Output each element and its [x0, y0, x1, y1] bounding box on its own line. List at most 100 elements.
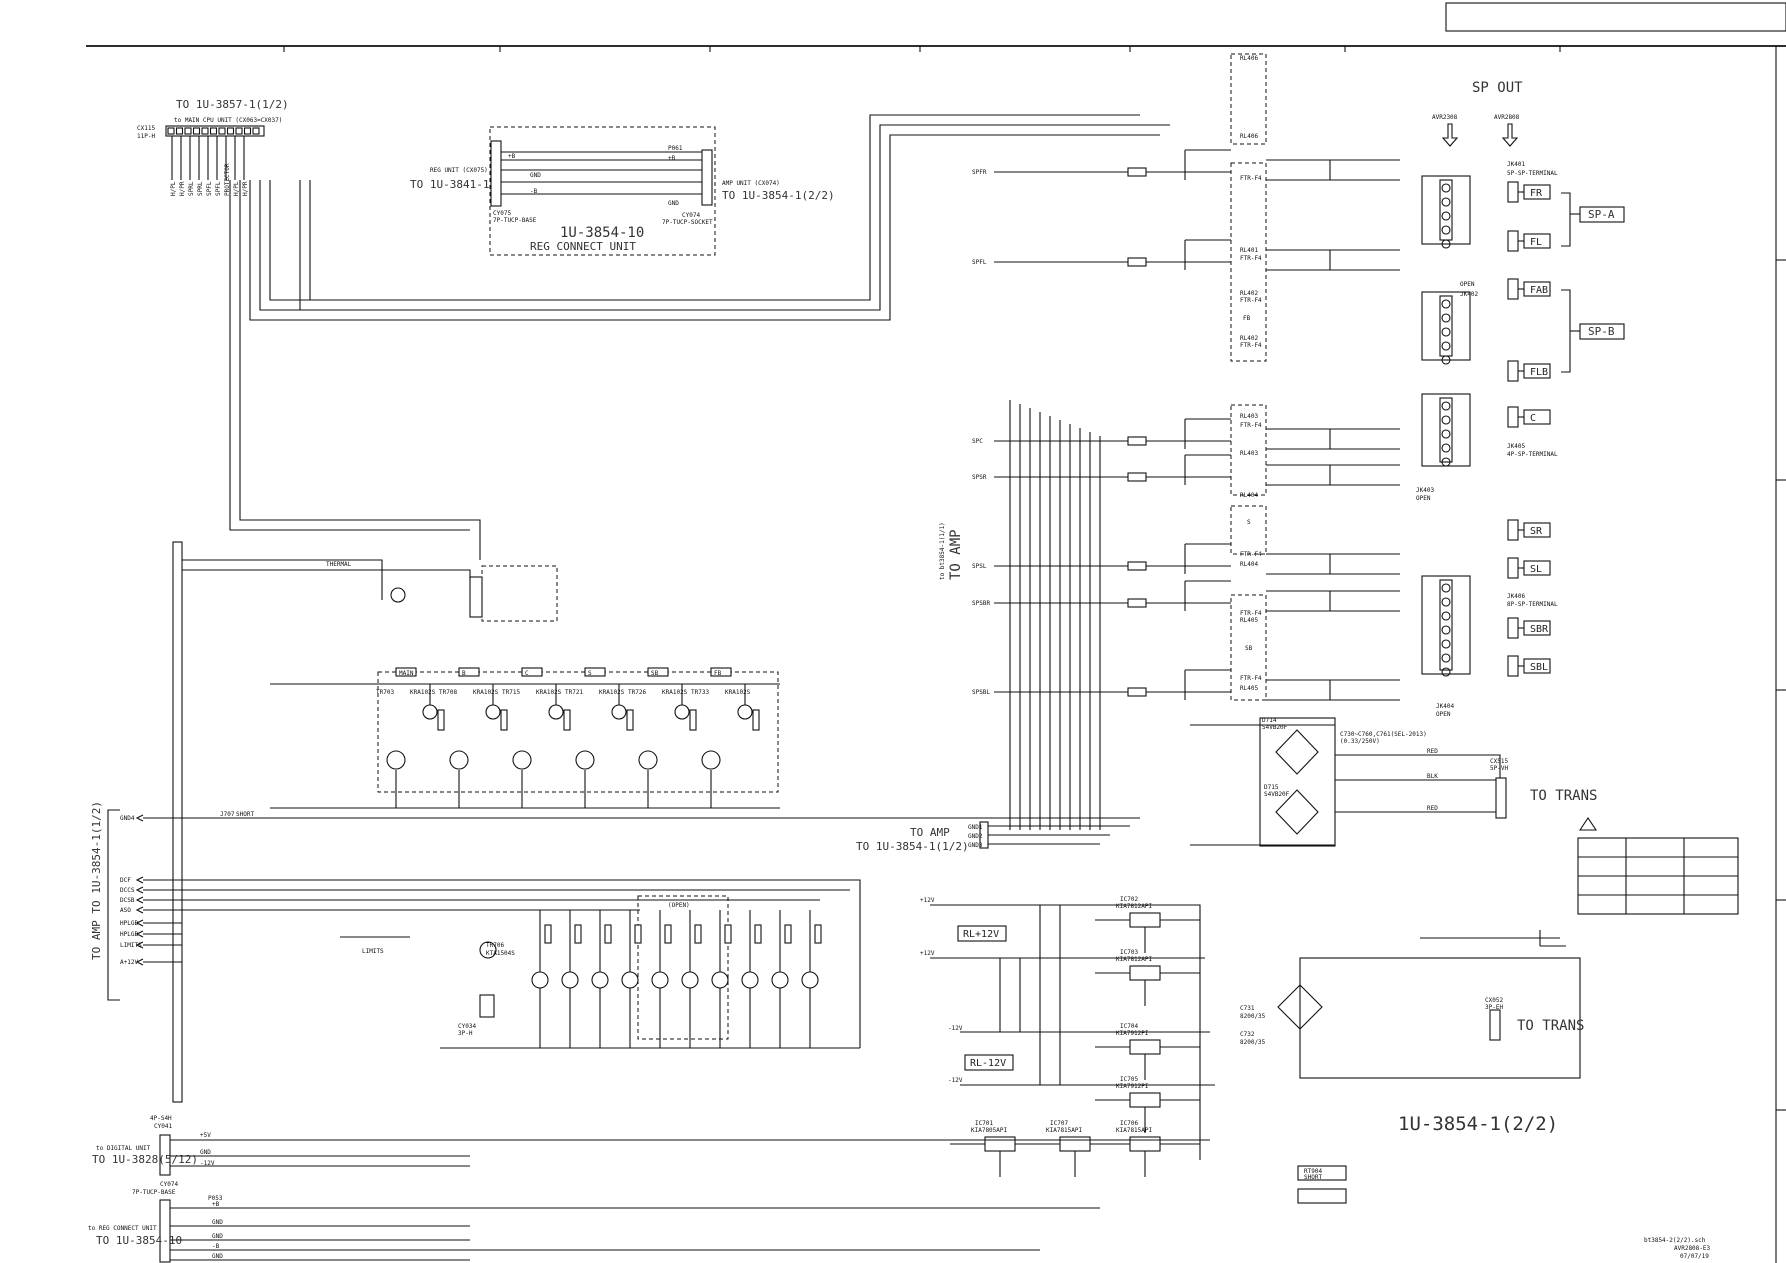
limiter-transistor: [711, 971, 729, 989]
sp-terminal-label: FAB: [1530, 285, 1548, 296]
sp-terminal-pin: [1507, 181, 1519, 203]
svg-text:GND: GND: [212, 1233, 223, 1240]
sp-terminal-label: FR: [1530, 188, 1543, 199]
svg-text:CY074: CY074: [682, 212, 700, 219]
svg-text:C732: C732: [1240, 1031, 1255, 1038]
regulator-label: IC704: [1120, 1023, 1138, 1030]
svg-text:FTR-F4: FTR-F4: [1240, 255, 1262, 262]
limiter-transistor: [621, 971, 639, 989]
regulator-label: IC706: [1120, 1120, 1138, 1127]
regulator-ic: [1129, 1092, 1161, 1108]
svg-text:JK405: JK405: [1507, 443, 1525, 450]
svg-text:+B: +B: [212, 1201, 220, 1208]
j707-label: J707: [220, 811, 235, 818]
svg-text:GND: GND: [530, 172, 541, 179]
cpu-signal-label: H/PR: [179, 181, 186, 196]
svg-text:JK404: JK404: [1436, 703, 1454, 710]
reg-connect-unit: +B GND -B +B GND P061 REG UNIT (CX075) T…: [410, 126, 835, 256]
svg-text:RL404: RL404: [1240, 492, 1258, 499]
svg-text:KRA102S: KRA102S: [536, 689, 562, 696]
main-cpu-connector: TO 1U-3857-1(1/2) to MAIN CPU UNIT (CX06…: [137, 98, 289, 196]
svg-text:5P-SP-TERMINAL: 5P-SP-TERMINAL: [1507, 170, 1558, 177]
to-amp-middle: TO AMP TO 1U-3854-1(1/2) GND1 GND2 GND3 …: [182, 811, 1140, 853]
svg-text:S4VB20F: S4VB20F: [1262, 724, 1288, 731]
svg-text:RL405: RL405: [1240, 617, 1258, 624]
svg-text:D714: D714: [1262, 717, 1277, 724]
sheet-frame: [86, 2, 1786, 1263]
svg-text:RL402: RL402: [1240, 290, 1258, 297]
cpu-pin: [252, 127, 260, 135]
svg-text:GND3: GND3: [968, 842, 983, 849]
svg-text:CY074: CY074: [160, 1181, 178, 1188]
speaker-input-label: SPC: [972, 438, 983, 445]
rl-minus-12v: RL-12V: [970, 1058, 1006, 1069]
main-cpu-ref: TO 1U-3857-1(1/2): [176, 98, 289, 111]
cpu-pin: [243, 127, 252, 135]
relay-driver-tr: TR715: [502, 689, 520, 696]
svg-text:GND2: GND2: [968, 833, 983, 840]
sp-terminal-label: SL: [1530, 564, 1542, 575]
svg-text:JK401: JK401: [1507, 161, 1525, 168]
cpu-signal-label: SPRL: [197, 181, 204, 196]
svg-text:KRA102S: KRA102S: [599, 689, 625, 696]
relay-driver-tr: TR703: [376, 689, 394, 696]
svg-text:OPEN: OPEN: [1416, 495, 1431, 502]
to-trans-upper: TO TRANS: [1530, 788, 1597, 804]
speaker-input-label: SPSR: [972, 474, 987, 481]
regulator-ic: [1059, 1136, 1091, 1152]
cpu-signal-label: H/PL: [233, 181, 240, 196]
speaker-input-label: SPSL: [972, 563, 987, 570]
svg-text:C730~C760,C761(SEL-2013): C730~C760,C761(SEL-2013): [1340, 731, 1427, 738]
limits-label: LIMITS: [362, 948, 384, 955]
limiter-transistor: [771, 971, 789, 989]
sp-terminal-pin: [1507, 617, 1519, 639]
relay-driver-tr: TR721: [565, 689, 583, 696]
svg-text:KIA7812API: KIA7812API: [1116, 903, 1153, 910]
limiter-transistor: [741, 971, 759, 989]
control-input-label: DCF: [120, 877, 131, 884]
to-amp-sub: TO 1U-3854-1(1/2): [856, 840, 969, 853]
regulator-label: IC702: [1120, 896, 1138, 903]
svg-text:4P-S4H: 4P-S4H: [150, 1115, 172, 1122]
relay-driver-tag: SB: [651, 670, 659, 677]
svg-text:OPEN: OPEN: [1436, 711, 1451, 718]
svg-text:OPEN: OPEN: [1460, 281, 1475, 288]
regulator-ic: [1129, 965, 1161, 981]
cpu-signal-label: H/PL: [170, 181, 177, 196]
svg-text:KRA102S: KRA102S: [662, 689, 688, 696]
svg-text:KIA7912PI: KIA7912PI: [1116, 1083, 1149, 1090]
regulator-ic: [1129, 1136, 1161, 1152]
regulator-ic: [1129, 1039, 1161, 1055]
relay-driver-tag: B: [462, 670, 466, 677]
svg-text:GND: GND: [668, 200, 679, 207]
svg-text:BLK: BLK: [1427, 773, 1438, 780]
limiter-transistor: [591, 971, 609, 989]
svg-text:8200/35: 8200/35: [1240, 1039, 1266, 1046]
svg-text:SHORT: SHORT: [1304, 1174, 1322, 1181]
svg-text:-B: -B: [212, 1243, 220, 1250]
svg-text:TR706: TR706: [486, 942, 504, 949]
cpu-pin: [209, 127, 218, 135]
svg-text:GND: GND: [212, 1219, 223, 1226]
cpu-pin: [218, 127, 226, 135]
svg-text:KIA7805API: KIA7805API: [971, 1127, 1008, 1134]
cpu-signal-label: SPFL: [215, 181, 222, 196]
svg-text:-12V: -12V: [948, 1077, 963, 1084]
svg-text:C731: C731: [1240, 1005, 1255, 1012]
rl-plus-12v: RL+12V: [963, 929, 999, 940]
group-sp-a: SP-A: [1588, 208, 1615, 221]
svg-text:JK403: JK403: [1416, 487, 1434, 494]
regulator-label: IC701: [975, 1120, 993, 1127]
regulator-label: IC707: [1050, 1120, 1068, 1127]
p061-label: P061: [668, 145, 683, 152]
open-box-label: (OPEN): [668, 902, 690, 909]
svg-text:3P-EH: 3P-EH: [1485, 1004, 1503, 1011]
svg-text:+B: +B: [508, 153, 516, 160]
svg-text:CY075: CY075: [493, 210, 511, 217]
svg-text:CX515: CX515: [1490, 758, 1508, 765]
cpu-pin: [184, 127, 192, 135]
amp-unit-label: AMP UNIT (CX074): [722, 180, 780, 187]
svg-text:RL406: RL406: [1240, 133, 1258, 140]
relay-driver-tr: TR708: [439, 689, 457, 696]
